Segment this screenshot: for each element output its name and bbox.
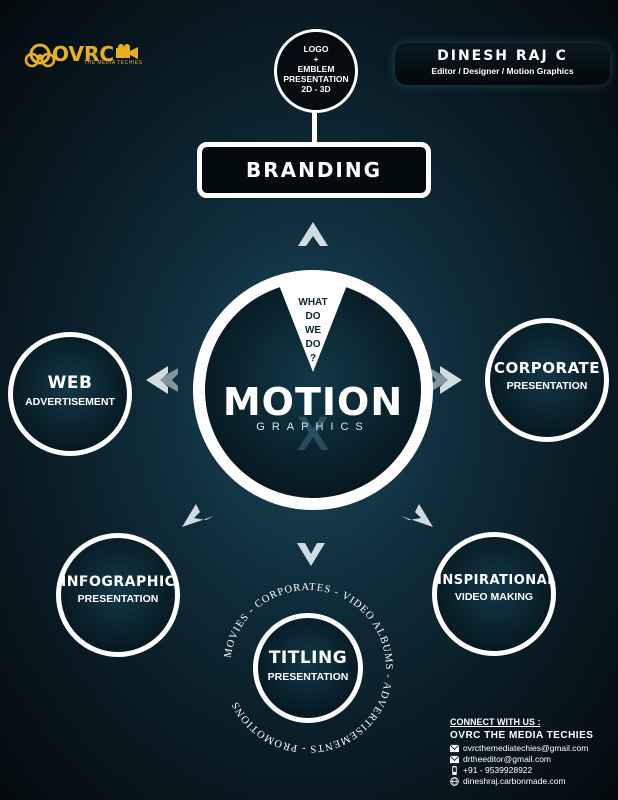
- mail-icon: [450, 755, 459, 763]
- arrow-icon: [158, 368, 178, 392]
- logo-tagline: THE MEDIA TECHIES: [84, 60, 143, 66]
- motion-title: MOTION: [222, 380, 404, 424]
- question-word: WHAT: [298, 297, 328, 308]
- top-line-1: LOGO: [303, 44, 329, 54]
- infographic-circle: INFOGRAPHIC PRESENTATION: [56, 533, 180, 657]
- titling-circle: TITLING PRESENTATION: [253, 613, 363, 723]
- titling-label: TITLING: [268, 648, 348, 668]
- question-word: DO: [305, 311, 321, 322]
- titling-sublabel: PRESENTATION: [267, 671, 349, 683]
- arrow-icon: [146, 366, 168, 394]
- arrow-icon: [297, 543, 325, 566]
- arrow-icon: [440, 366, 462, 394]
- corporate-label: CORPORATE: [493, 359, 601, 377]
- corporate-presentation-circle: CORPORATE PRESENTATION: [485, 318, 609, 442]
- email-1-text: ovrcthemediatechies@gmail.com: [463, 743, 589, 753]
- what-do-we-do: WHAT DO WE DO ?: [205, 296, 421, 366]
- contact-org: OVRC THE MEDIA TECHIES: [450, 730, 594, 741]
- film-camera-icon: [116, 44, 138, 59]
- contact-phone[interactable]: +91 - 9539928922: [450, 765, 615, 775]
- infographic-label: INFOGRAPHIC: [61, 574, 176, 590]
- arrow-icon: [298, 222, 328, 246]
- web-sublabel: ADVERTISEMENT: [25, 396, 115, 408]
- top-line-4: PRESENTATION: [283, 74, 349, 84]
- top-line-2: +: [313, 54, 319, 64]
- infographic-sublabel: PRESENTATION: [77, 593, 159, 605]
- motion-graphics-circle: WHAT DO WE DO ? X MOTION GRAPHICS: [193, 270, 433, 510]
- connector-line: [312, 110, 317, 144]
- branding-box: BRANDING: [197, 142, 431, 198]
- graphics-subtitle: GRAPHICS: [256, 421, 370, 433]
- inspirational-label: INSPIRATIONAL: [437, 573, 556, 588]
- top-line-3: EMBLEM: [297, 64, 335, 74]
- inspirational-sublabel: VIDEO MAKING: [454, 591, 534, 603]
- phone-icon: [452, 765, 457, 775]
- biohazard-icon: [24, 43, 56, 68]
- email-2-text: drtheeditor@gmail.com: [463, 754, 551, 764]
- top-line-5: 2D - 3D: [301, 84, 331, 94]
- web-label: WEB: [47, 373, 93, 393]
- contact-email-1[interactable]: ovrcthemediatechies@gmail.com: [450, 743, 615, 753]
- author-name: DINESH RAJ C: [437, 48, 568, 64]
- corporate-sublabel: PRESENTATION: [506, 380, 588, 392]
- question-word: WE: [304, 325, 322, 336]
- contact-email-2[interactable]: drtheeditor@gmail.com: [450, 754, 615, 764]
- contact-block: CONNECT WITH US : OVRC THE MEDIA TECHIES…: [450, 717, 615, 786]
- arrow-icon: [430, 368, 450, 392]
- mail-icon: [450, 744, 459, 752]
- inspirational-circle: INSPIRATIONAL VIDEO MAKING: [432, 532, 556, 656]
- web-advertisement-circle: WEB ADVERTISEMENT: [8, 332, 132, 456]
- globe-icon: [450, 776, 459, 786]
- question-word: DO: [305, 339, 321, 350]
- author-badge: DINESH RAJ C Editor / Designer / Motion …: [395, 43, 610, 85]
- question-word: ?: [309, 353, 317, 364]
- x-watermark: X: [296, 408, 329, 461]
- question-pointer: [277, 280, 349, 372]
- arrow-icon: [401, 504, 433, 527]
- arrow-icon: [182, 504, 214, 527]
- phone-text: +91 - 9539928922: [463, 765, 533, 775]
- contact-website[interactable]: dineshraj.carbonmade.com: [450, 776, 615, 786]
- contact-heading: CONNECT WITH US :: [450, 717, 541, 727]
- branding-label: BRANDING: [245, 158, 383, 182]
- author-role: Editor / Designer / Motion Graphics: [431, 66, 574, 76]
- brand-logo: OVRC THE MEDIA TECHIES: [22, 38, 142, 78]
- logo-letters: OVRC: [52, 42, 115, 66]
- website-text: dineshraj.carbonmade.com: [463, 776, 566, 786]
